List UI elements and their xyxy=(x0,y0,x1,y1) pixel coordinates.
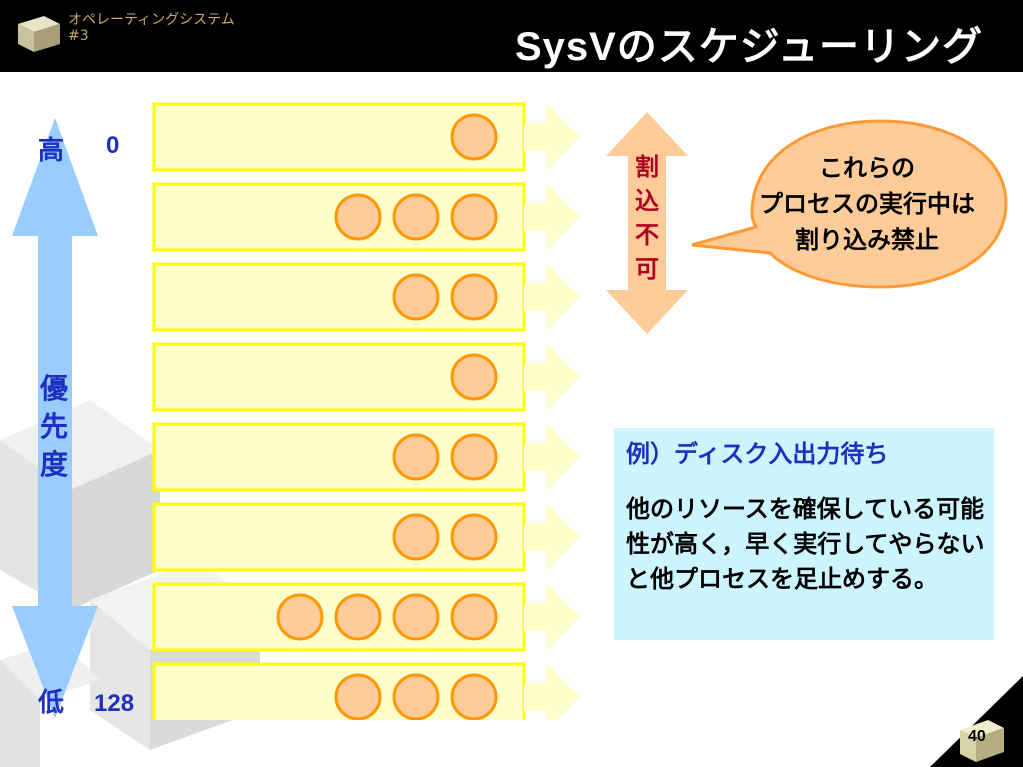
callout-text: これらの プロセスの実行中は 割り込み禁止 xyxy=(759,154,975,254)
cube-logo-icon xyxy=(18,16,60,52)
queue-row xyxy=(152,502,580,572)
example-body: 他のリソースを確保している可能性が高く，早く実行してやらないと他プロセスを足止め… xyxy=(626,495,985,593)
queue-arrow xyxy=(524,663,580,720)
process-circle xyxy=(392,433,440,481)
priority-low-value: 128 xyxy=(94,690,135,717)
process-circle xyxy=(392,673,440,720)
priority-axis-label: 優 先 度 xyxy=(39,372,68,481)
process-circle xyxy=(392,513,440,561)
lecture-number: #3 xyxy=(68,28,89,44)
slide-header: オペレーティングシステム #3 SysVのスケジューリング xyxy=(0,0,1023,72)
queue-row xyxy=(152,582,580,652)
interrupt-double-arrow xyxy=(606,112,688,334)
priority-high-label: 高 xyxy=(38,136,65,166)
course-name: オペレーティングシステム xyxy=(68,12,235,28)
priority-double-arrow xyxy=(12,118,98,718)
queue-arrow xyxy=(524,423,580,491)
queue-arrow xyxy=(524,183,580,251)
process-circle xyxy=(450,193,498,241)
queue-arrow xyxy=(524,583,580,651)
priority-high-value: 0 xyxy=(106,132,120,159)
example-box: 例）ディスク入出力待ち 他のリソースを確保している可能性が高く，早く実行してやら… xyxy=(614,428,994,640)
queue-row xyxy=(152,182,580,252)
queue-row xyxy=(152,262,580,332)
page-corner-decoration xyxy=(930,676,1023,767)
example-title: 例）ディスク入出力待ち xyxy=(626,440,889,468)
process-circle xyxy=(334,673,382,720)
callout-bubble xyxy=(691,119,1008,289)
process-circle xyxy=(450,353,498,401)
process-circle xyxy=(450,113,498,161)
queue-arrow xyxy=(524,263,580,331)
process-circle xyxy=(392,593,440,641)
process-circle xyxy=(450,433,498,481)
queue-row xyxy=(152,342,580,412)
process-circle xyxy=(450,593,498,641)
process-circle xyxy=(334,593,382,641)
priority-low-label: 低 xyxy=(38,688,65,718)
queue-row xyxy=(152,422,580,492)
queue-arrow xyxy=(524,503,580,571)
process-circle xyxy=(334,193,382,241)
queue-row xyxy=(152,662,580,720)
process-circle xyxy=(450,673,498,720)
course-info: オペレーティングシステム #3 xyxy=(68,12,235,44)
queue-arrow xyxy=(524,343,580,411)
process-circle xyxy=(392,273,440,321)
interrupt-disabled-label: 割 込 不 可 xyxy=(635,153,659,283)
process-circle xyxy=(392,193,440,241)
process-circle xyxy=(450,513,498,561)
queue-row xyxy=(152,102,580,172)
page-number: 40 xyxy=(968,728,986,745)
process-circle xyxy=(276,593,324,641)
process-circle xyxy=(450,273,498,321)
slide-title: SysVのスケジューリング xyxy=(514,25,983,69)
run-queues xyxy=(152,102,580,720)
queue-arrow xyxy=(524,103,580,171)
